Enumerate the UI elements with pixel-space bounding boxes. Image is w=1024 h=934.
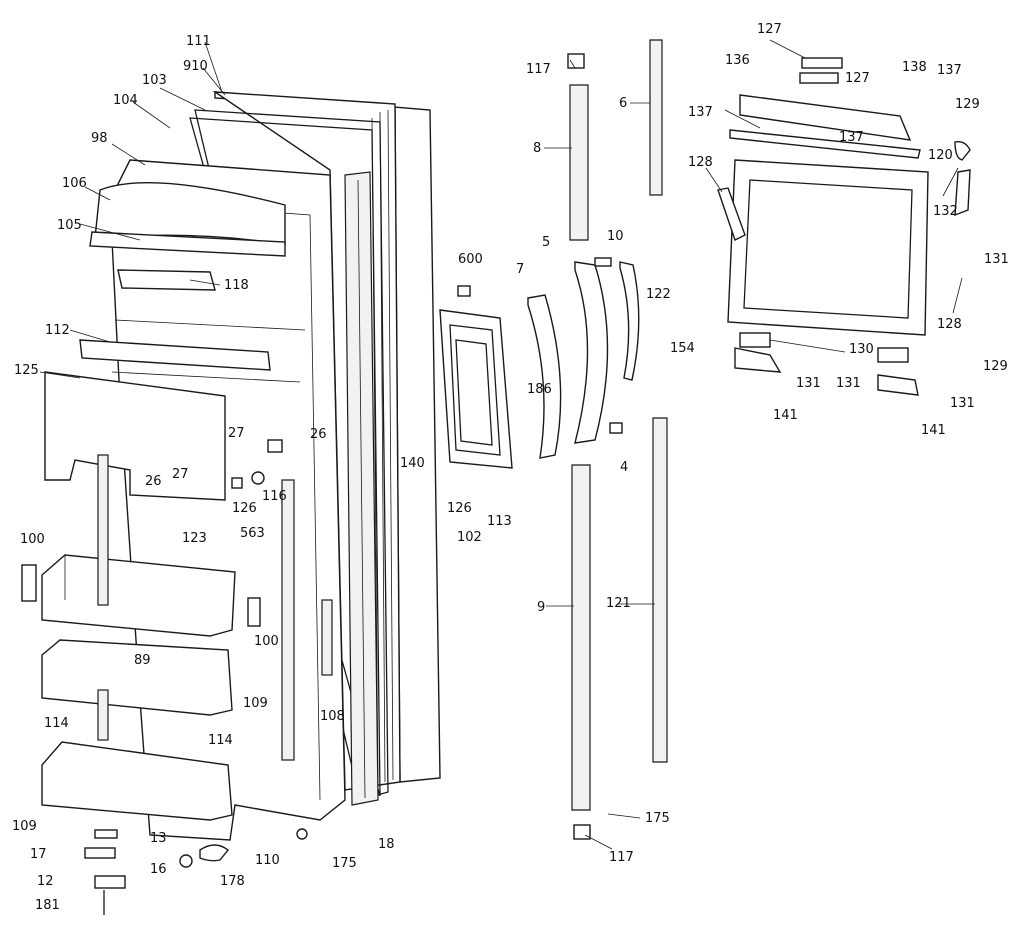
callout: 26	[145, 474, 162, 489]
dispenser-frame	[439, 309, 513, 469]
callout: 104	[113, 93, 138, 108]
callout: 122	[646, 287, 671, 302]
door-hinge-strip	[344, 171, 379, 806]
callout: 112	[45, 323, 70, 338]
callout: 116	[262, 489, 287, 504]
callout: 18	[378, 837, 395, 852]
callout: 102	[457, 530, 482, 545]
callout: 106	[62, 176, 87, 191]
dispenser-arms	[717, 140, 971, 241]
callout: 100	[20, 532, 45, 547]
door-shelf-middle	[41, 639, 233, 716]
door-handle	[574, 261, 609, 444]
dispenser-door-frame	[727, 159, 929, 336]
dairy-door-pad	[117, 269, 216, 291]
callout: 120	[928, 148, 953, 163]
callout: 563	[240, 526, 265, 541]
callout: 600	[458, 252, 483, 267]
callout: 137	[937, 63, 962, 78]
callout: 17	[30, 847, 47, 862]
handle-rails	[567, 39, 668, 840]
callout: 131	[950, 396, 975, 411]
callout: 100	[254, 634, 279, 649]
callout: 7	[516, 262, 524, 277]
callout: 13	[150, 831, 167, 846]
callout: 27	[228, 426, 245, 441]
callout: 123	[182, 531, 207, 546]
door-shelf-upper	[41, 554, 236, 637]
handle-insert	[619, 261, 640, 381]
callout: 125	[14, 363, 39, 378]
callout: 117	[609, 850, 634, 865]
callout: 111	[186, 34, 211, 49]
callout: 141	[921, 423, 946, 438]
door-shelf-lower	[41, 741, 233, 821]
callout: 137	[839, 130, 864, 145]
callout: 175	[645, 811, 670, 826]
shelf-supports	[97, 454, 333, 761]
callout: 6	[619, 96, 627, 111]
callout: 126	[447, 501, 472, 516]
callout: 130	[849, 342, 874, 357]
callout: 140	[400, 456, 425, 471]
handle-trim	[527, 294, 562, 459]
callout: 154	[670, 341, 695, 356]
callout: 98	[91, 131, 108, 146]
callout: 113	[487, 514, 512, 529]
callout: 178	[220, 874, 245, 889]
callout: 129	[955, 97, 980, 112]
callout: 117	[526, 62, 551, 77]
dispenser-top-bracket	[729, 57, 921, 159]
callout: 141	[773, 408, 798, 423]
callout: 138	[902, 60, 927, 75]
callout-labels: 111 910 103 104 98 106 105 118 112 125 2…	[12, 22, 1009, 913]
callout: 12	[37, 874, 54, 889]
callout: 128	[937, 317, 962, 332]
callout: 127	[757, 22, 782, 37]
callout: 118	[224, 278, 249, 293]
callout: 4	[620, 460, 628, 475]
callout: 126	[232, 501, 257, 516]
callout: 109	[12, 819, 37, 834]
dispenser-cover	[457, 285, 471, 297]
callout: 127	[845, 71, 870, 86]
callout: 16	[150, 862, 167, 877]
callout: 26	[310, 427, 327, 442]
callout: 114	[44, 716, 69, 731]
callout: 89	[134, 653, 151, 668]
callout: 136	[725, 53, 750, 68]
callout: 132	[933, 204, 958, 219]
callout: 175	[332, 856, 357, 871]
shelf-rail	[79, 339, 271, 371]
callout: 110	[255, 853, 280, 868]
callout: 8	[533, 141, 541, 156]
callout: 114	[208, 733, 233, 748]
callout: 131	[836, 376, 861, 391]
callout: 27	[172, 467, 189, 482]
small-hardware	[21, 439, 308, 915]
callout: 10	[607, 229, 624, 244]
callout: 131	[984, 252, 1009, 267]
callout: 121	[606, 596, 631, 611]
callout: 129	[983, 359, 1008, 374]
callout: 109	[243, 696, 268, 711]
dairy-cover	[89, 182, 286, 257]
callout: 128	[688, 155, 713, 170]
callout: 137	[688, 105, 713, 120]
callout: 103	[142, 73, 167, 88]
door-cover-panel	[44, 371, 226, 501]
callout: 108	[320, 709, 345, 724]
callout: 105	[57, 218, 82, 233]
callout: 186	[527, 382, 552, 397]
leader-lines	[39, 39, 963, 850]
dispenser-hinges	[734, 332, 919, 396]
callout: 181	[35, 898, 60, 913]
callout: 131	[796, 376, 821, 391]
callout: 5	[542, 235, 550, 250]
callout: 9	[537, 600, 545, 615]
callout: 910	[183, 59, 208, 74]
